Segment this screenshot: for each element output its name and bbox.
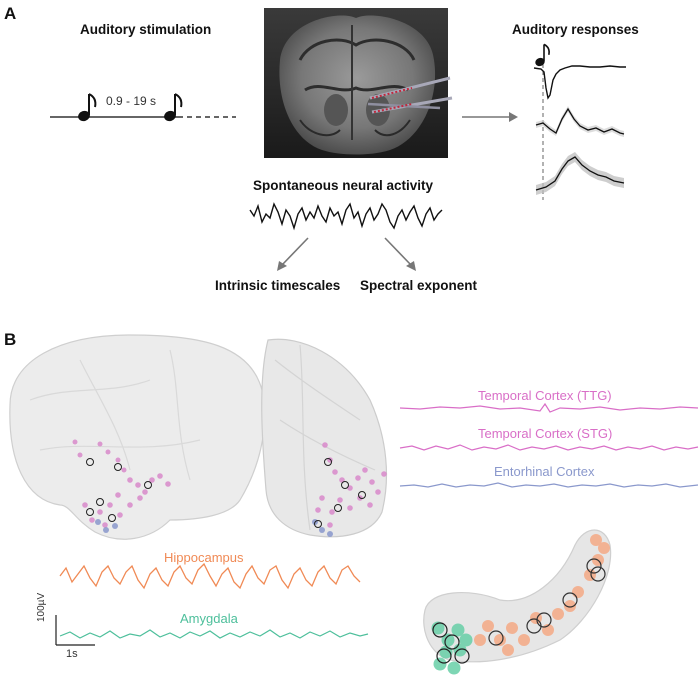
trace-stg (399, 444, 699, 451)
mri-coronal-slice (264, 8, 448, 158)
response-trace-1 (533, 65, 626, 100)
spontaneous-trace (249, 202, 443, 231)
label-amygdala: Amygdala (180, 611, 238, 626)
arrow-to-timescales (277, 237, 309, 271)
panel-label-b: B (4, 330, 17, 349)
hippocampus-amygdala-render (423, 529, 612, 675)
label-entorhinal: Entorhinal Cortex (494, 464, 595, 479)
label-hippocampus: Hippocampus (164, 550, 244, 565)
trace-amygdala (59, 629, 369, 639)
auditory-responses (533, 43, 626, 200)
outcome-intrinsic-timescales: Intrinsic timescales (215, 278, 341, 293)
spontaneous-title: Spontaneous neural activity (253, 178, 434, 193)
scale-bar-voltage: 100µV (36, 592, 47, 622)
electrode-contacts-lateral (72, 439, 171, 533)
arrow-to-spectral (384, 237, 416, 271)
stimulation-title: Auditory stimulation (80, 22, 212, 37)
response-trace-2 (535, 107, 625, 135)
brain-lateral-view (9, 334, 266, 540)
scale-bar-time: 1s (66, 648, 78, 660)
outcome-spectral-exponent: Spectral exponent (360, 278, 478, 293)
responses-title: Auditory responses (512, 22, 639, 37)
arrow-to-responses (462, 112, 518, 122)
trace-entorhinal (399, 482, 699, 488)
trace-ttg (399, 402, 699, 413)
depth-electrodes (367, 76, 453, 114)
response-trace-3 (535, 156, 625, 191)
electrode-contacts-coronal (312, 442, 387, 537)
brain-coronal-view (261, 338, 388, 538)
response-trace-3-band (536, 152, 624, 195)
music-note-icon (164, 93, 183, 122)
music-note-icon (78, 93, 97, 122)
interval-label: 0.9 - 19 s (106, 94, 157, 108)
response-trace-2-band (536, 106, 624, 137)
label-ttg: Temporal Cortex (TTG) (478, 388, 612, 403)
music-note-icon (535, 43, 550, 67)
trace-hippocampus (59, 562, 361, 590)
label-stg: Temporal Cortex (STG) (478, 426, 613, 441)
panel-label-a: A (4, 4, 17, 23)
scale-bar (55, 615, 95, 646)
